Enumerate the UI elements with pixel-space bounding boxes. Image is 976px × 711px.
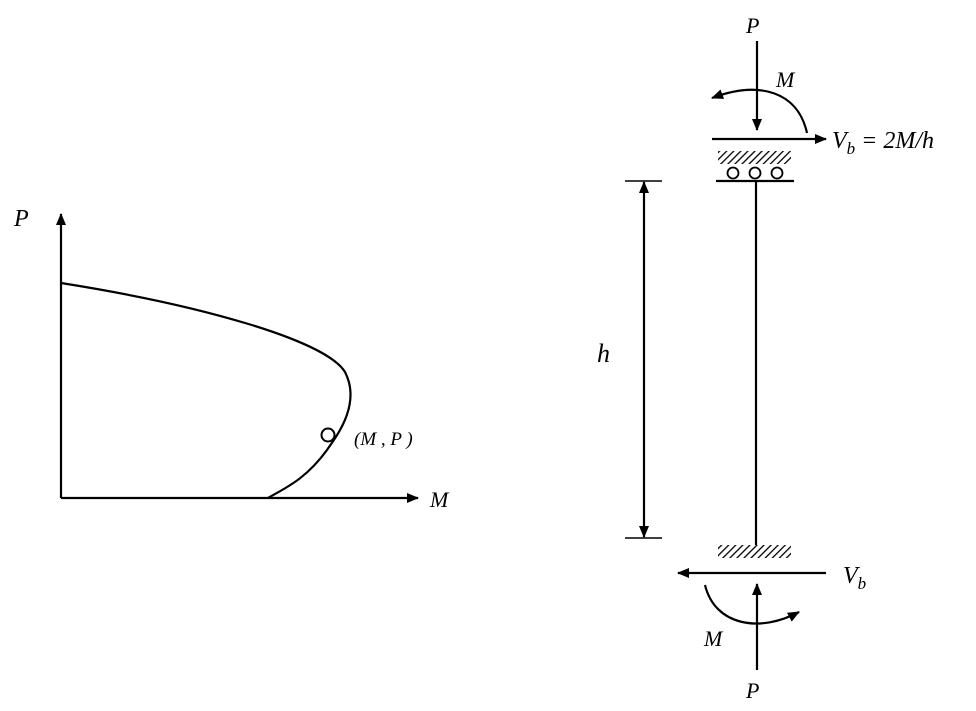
bottom-support-block (718, 545, 791, 558)
point-label: (M , P ) (354, 429, 413, 450)
bottom-moment-label: M (703, 626, 724, 651)
bottom-axial-load-label: P (745, 678, 759, 703)
top-shear-main: V (832, 128, 849, 154)
top-shear-label: Vb = 2M/h (832, 128, 934, 158)
bottom-shear-sub: b (858, 574, 867, 593)
bottom-shear-main: V (843, 563, 860, 589)
top-shear-value: = 2M/h (855, 128, 934, 154)
top-moment-label: M (775, 67, 796, 92)
height-label: h (597, 339, 610, 368)
top-support-block (718, 151, 791, 164)
top-moment-arrow (711, 88, 809, 134)
bottom-shear-label: Vb (843, 563, 866, 593)
column-diagram: P M Vb = 2M/h h Vb M (597, 13, 934, 703)
top-roller-1 (726, 166, 740, 180)
interaction-curve (60, 281, 352, 499)
top-roller-2 (748, 166, 762, 180)
bottom-moment-arrow (703, 584, 800, 625)
top-shear-sub: b (847, 139, 856, 158)
m-axis-label: M (429, 487, 450, 512)
top-roller-3 (770, 166, 784, 180)
p-axis-label: P (13, 206, 29, 232)
top-axial-load-label: P (745, 13, 759, 38)
point-marker (320, 427, 336, 443)
interaction-diagram: P M (M , P ) (13, 206, 450, 512)
